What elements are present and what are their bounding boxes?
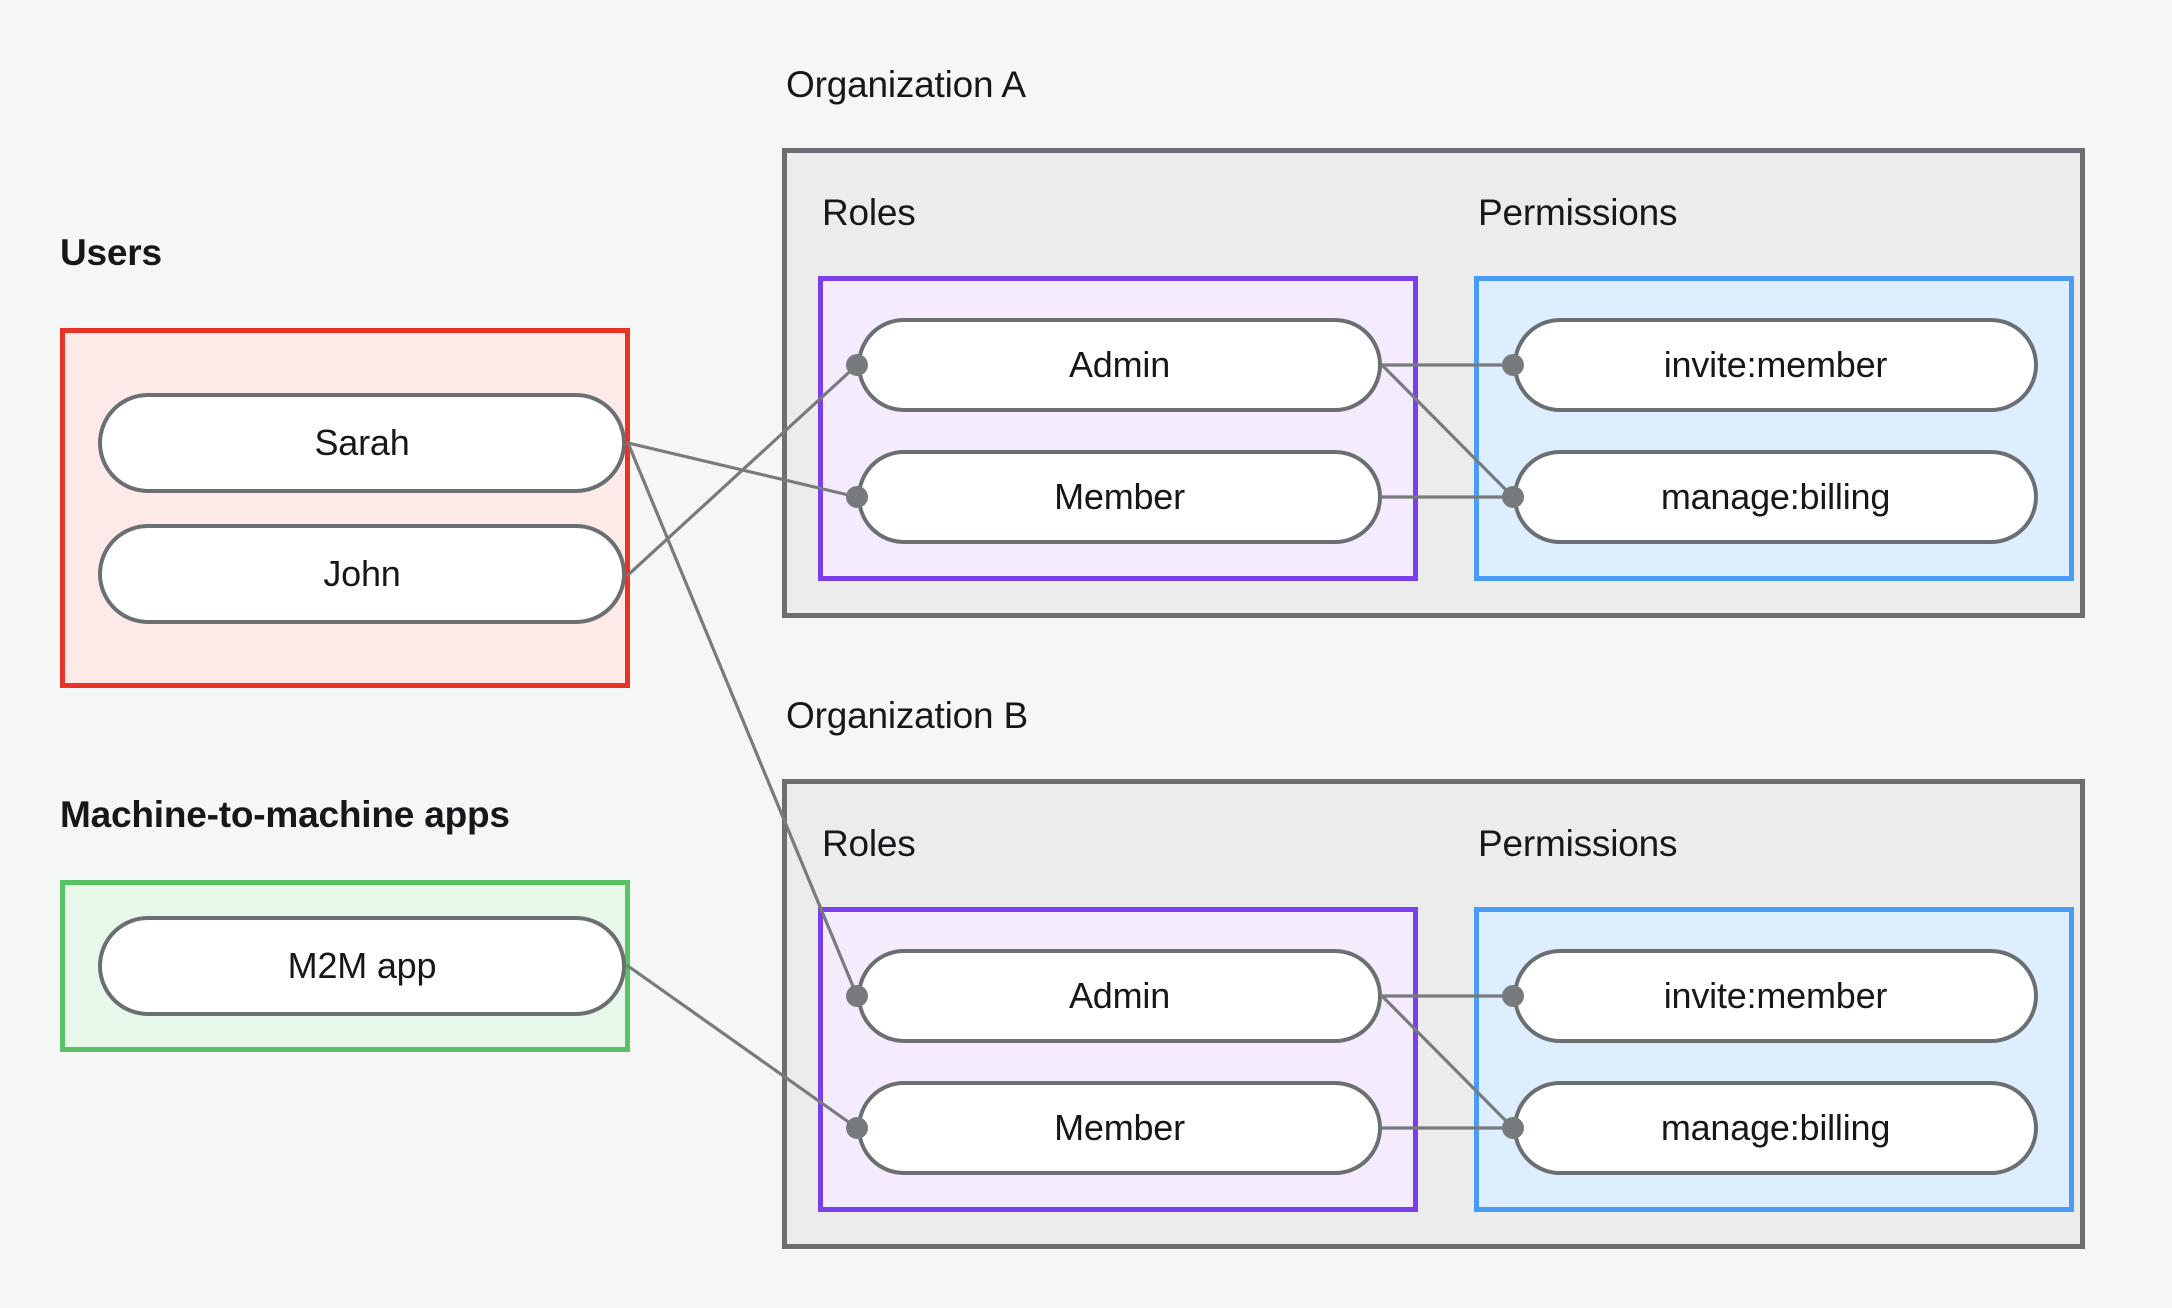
user-node-john[interactable]: John [98, 524, 626, 624]
users-section-title: Users [60, 232, 162, 273]
organization-a-role-admin[interactable]: Admin [857, 318, 1382, 412]
organization-a-permission-invite-member[interactable]: invite:member [1513, 318, 2038, 412]
m2m-section-title: Machine-to-machine apps [60, 794, 510, 835]
users-group-box [60, 328, 630, 688]
m2m-node-app[interactable]: M2M app [98, 916, 626, 1016]
organization-b-permission-invite-member[interactable]: invite:member [1513, 949, 2038, 1043]
organization-a-title: Organization A [786, 64, 1026, 105]
organization-b-role-admin[interactable]: Admin [857, 949, 1382, 1043]
organization-b-roles-title: Roles [822, 823, 916, 864]
organization-b-role-member[interactable]: Member [857, 1081, 1382, 1175]
organization-b-permission-manage-billing[interactable]: manage:billing [1513, 1081, 2038, 1175]
organization-a-roles-title: Roles [822, 192, 916, 233]
organization-a-permission-manage-billing[interactable]: manage:billing [1513, 450, 2038, 544]
user-node-sarah[interactable]: Sarah [98, 393, 626, 493]
organization-b-title: Organization B [786, 695, 1028, 736]
organization-a-role-member[interactable]: Member [857, 450, 1382, 544]
organization-a-permissions-title: Permissions [1478, 192, 1678, 233]
organization-b-permissions-title: Permissions [1478, 823, 1678, 864]
